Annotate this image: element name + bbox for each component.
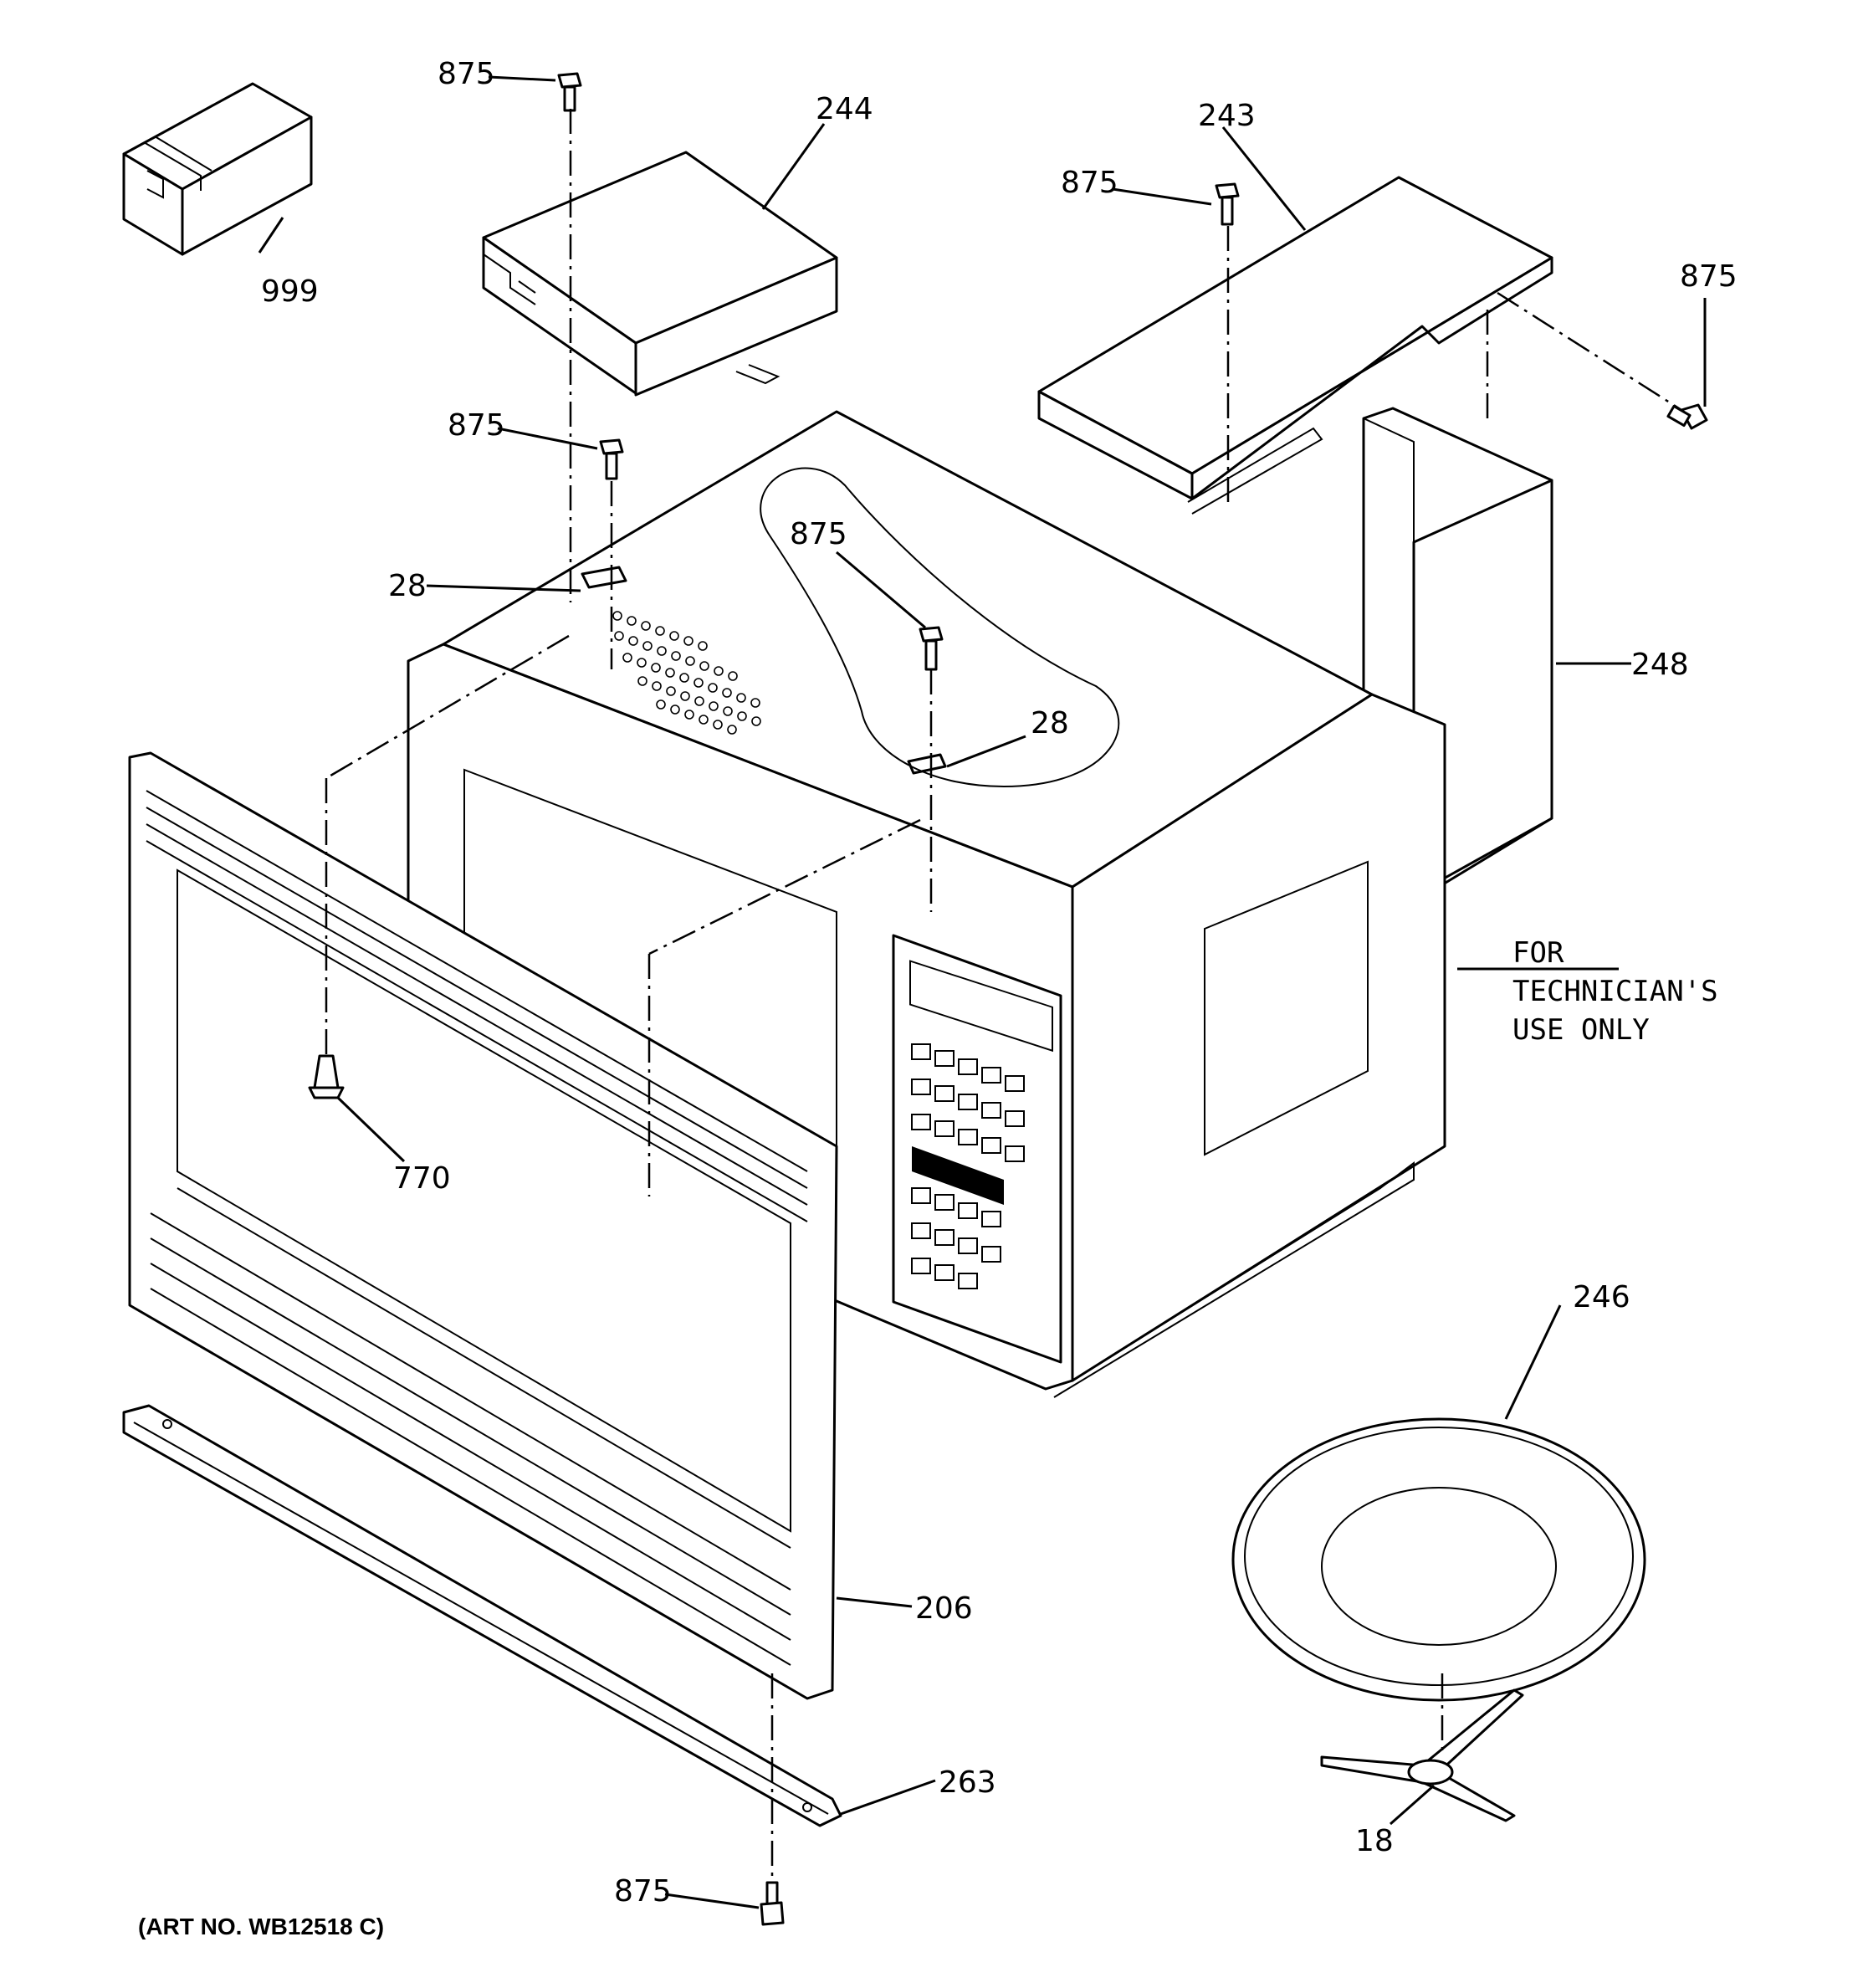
callout-244: 244 <box>816 92 873 126</box>
screw-875-mid-left <box>599 438 624 480</box>
callout-248: 248 <box>1631 648 1689 682</box>
clip-28-right <box>907 753 947 775</box>
screw-875-right-cover <box>1215 182 1240 226</box>
technician-note-line-3: USE ONLY <box>1512 1013 1650 1047</box>
vent-holes <box>612 611 761 735</box>
clip-28-left <box>581 566 627 589</box>
callout-875-mid: 875 <box>1061 166 1118 200</box>
callout-875-bottom: 875 <box>614 1874 672 1909</box>
screw-875-top <box>557 72 582 112</box>
leader-lines <box>258 75 1707 1909</box>
screw-770 <box>308 1054 345 1099</box>
callout-263: 263 <box>939 1765 996 1800</box>
callout-28-right: 28 <box>1031 706 1069 740</box>
control-panel <box>892 934 1062 1364</box>
callout-875-center: 875 <box>790 517 847 551</box>
callout-875-top: 875 <box>438 57 495 91</box>
callout-770: 770 <box>393 1161 451 1196</box>
callout-875-left: 875 <box>448 408 505 443</box>
detail-inset-outline <box>760 467 1120 788</box>
callout-28-left: 28 <box>388 569 427 603</box>
callout-243: 243 <box>1198 99 1256 133</box>
display <box>912 1146 1004 1205</box>
part-244-cover <box>482 151 838 397</box>
callout-206: 206 <box>915 1591 973 1626</box>
part-263-trim <box>122 1404 842 1827</box>
technician-note-line-2: TECHNICIAN'S <box>1512 975 1718 1008</box>
screw-875-bottom <box>760 1881 785 1926</box>
callout-875-right: 875 <box>1680 259 1738 294</box>
part-246-tray <box>1231 1417 1646 1702</box>
keypad <box>911 1043 1025 1289</box>
part-999-box <box>122 82 313 256</box>
technician-note: FOR TECHNICIAN'S USE ONLY <box>1512 936 1718 1047</box>
part-18-roller <box>1320 1688 1524 1822</box>
part-243-cover <box>1037 176 1553 515</box>
callout-246: 246 <box>1573 1280 1630 1314</box>
callout-18: 18 <box>1355 1824 1394 1858</box>
screw-875-center <box>919 626 944 671</box>
callout-999: 999 <box>261 274 319 309</box>
technician-note-line-1: FOR <box>1512 936 1564 970</box>
art-number: (ART NO. WB12518 C) <box>138 1914 384 1939</box>
part-206-frame <box>128 751 838 1700</box>
callout-labels: 875 244 243 875 875 999 875 875 28 28 24… <box>261 57 1738 1909</box>
assembly-lines <box>325 109 1682 1883</box>
screw-875-far-right <box>1666 403 1708 430</box>
